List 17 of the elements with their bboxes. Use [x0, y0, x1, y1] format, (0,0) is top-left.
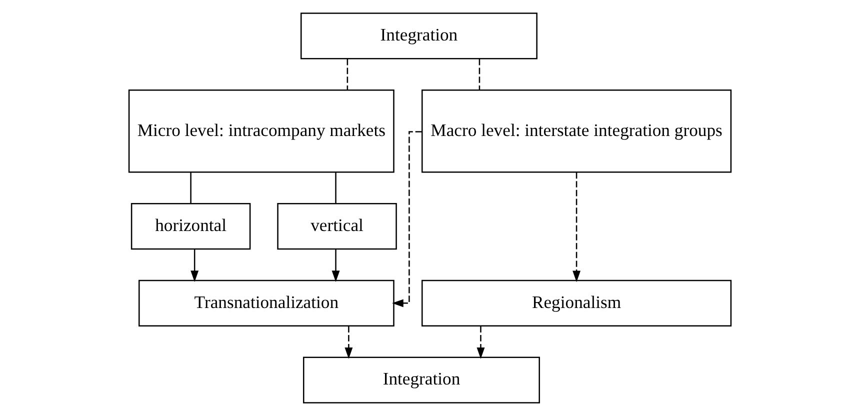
- arrow: [190, 249, 198, 282]
- arrow: [344, 326, 352, 359]
- arrow: [331, 249, 340, 282]
- node-box: Transnationalization: [138, 280, 394, 326]
- node-box: Integration: [300, 12, 537, 60]
- node-box: Macro level: interstate integration groups: [421, 90, 732, 173]
- node-box: vertical: [276, 202, 396, 250]
- connector: [190, 172, 191, 204]
- connector: [346, 58, 348, 90]
- connector: [334, 172, 336, 204]
- node-box: Micro level: intracompany markets: [128, 90, 394, 173]
- connector: [478, 58, 480, 90]
- arrow: [572, 172, 580, 282]
- arrow: [476, 326, 484, 359]
- node-box: horizontal: [130, 202, 250, 250]
- node-box: Integration: [302, 356, 540, 404]
- node-box: Regionalism: [421, 280, 732, 326]
